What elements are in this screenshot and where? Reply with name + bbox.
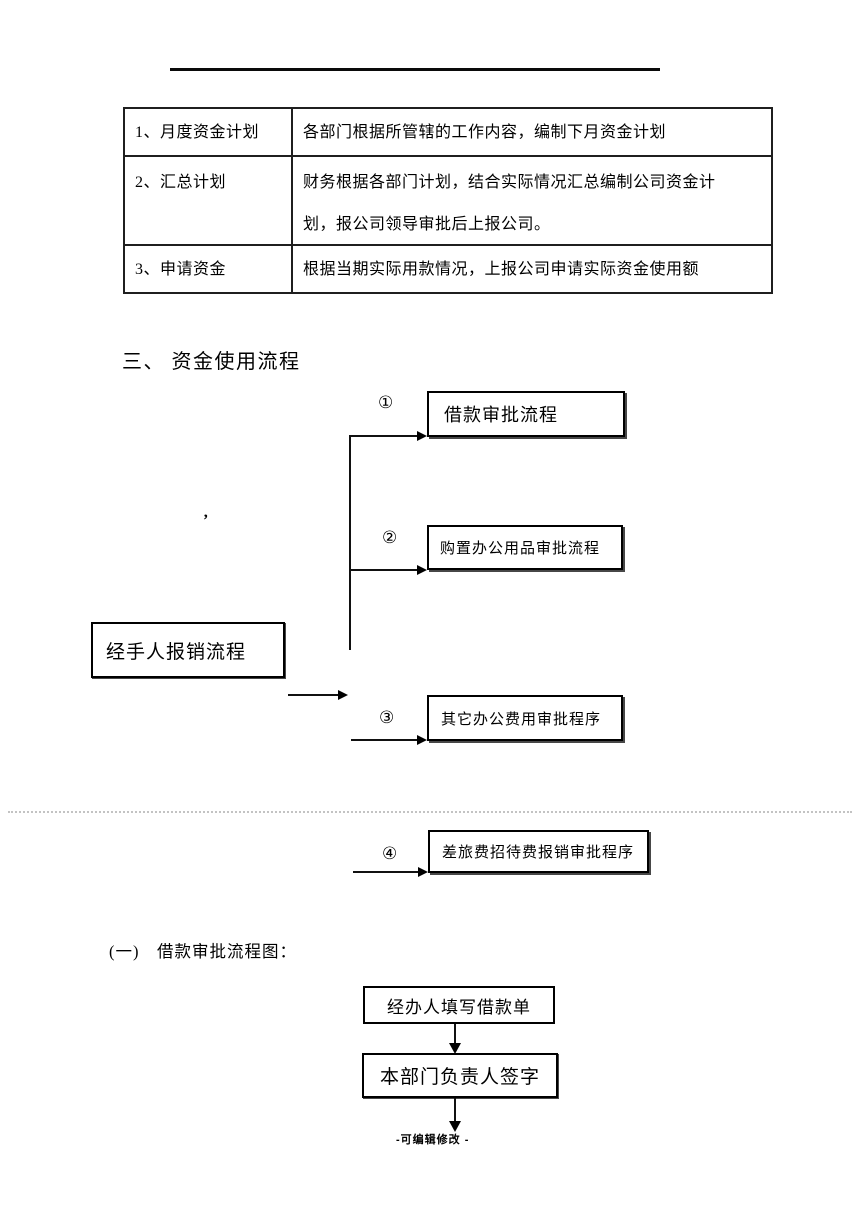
flow-node-label: 经办人填写借款单: [387, 997, 531, 1017]
row-desc-line2: 划，报公司领导审批后上报公司。: [303, 216, 551, 233]
flow-node-loan-approval: 借款审批流程: [427, 391, 625, 437]
table-row: 2、汇总计划 财务根据各部门计划，结合实际情况汇总编制公司资金计 划，报公司领导…: [123, 155, 773, 246]
flow-node-label: 经手人报销流程: [106, 641, 247, 663]
row-label: 3、申请资金: [135, 260, 227, 278]
flow-node-other-expenses: 其它办公费用审批程序: [427, 695, 623, 741]
arrowhead-right-icon: [418, 867, 428, 877]
top-horizontal-rule: [170, 68, 660, 71]
page-break-dotted-divider: [8, 811, 852, 813]
row-label-cell: 3、申请资金: [123, 244, 293, 294]
branch3-connector: [351, 739, 418, 741]
flow-node-source: 经手人报销流程: [91, 622, 285, 678]
step1-connector: [454, 1024, 456, 1045]
circled-number-4: ④: [382, 844, 398, 863]
arrowhead-right-icon: [338, 690, 348, 700]
branch1-connector: [349, 435, 418, 437]
flow-node-travel-expenses: 差旅费招待费报销审批程序: [428, 830, 649, 873]
flow-node-label: 借款审批流程: [444, 405, 558, 425]
branch2-connector: [349, 569, 418, 571]
row-desc-cell: 各部门根据所管辖的工作内容，编制下月资金计划: [291, 107, 773, 157]
branch-vertical-connector: [349, 436, 351, 650]
row-desc-cell: 根据当期实际用款情况，上报公司申请实际资金使用额: [291, 244, 773, 294]
step2-connector: [454, 1098, 456, 1123]
circled-number-2: ②: [382, 528, 398, 547]
arrowhead-down-icon: [449, 1043, 461, 1054]
row-label: 1、月度资金计划: [135, 123, 260, 141]
flow-node-label: 其它办公费用审批程序: [441, 711, 602, 728]
section-heading: 三、 资金使用流程: [122, 351, 301, 373]
circled-number-1: ①: [378, 393, 394, 412]
table-row: 1、月度资金计划 各部门根据所管辖的工作内容，编制下月资金计划: [123, 107, 773, 157]
flow-node-office-supplies: 购置办公用品审批流程: [427, 525, 623, 570]
funding-plan-table: 1、月度资金计划 各部门根据所管辖的工作内容，编制下月资金计划 2、汇总计划 财…: [123, 107, 773, 294]
flow-step-department-head-sign: 本部门负责人签字: [362, 1053, 558, 1098]
row-label: 2、汇总计划: [135, 174, 227, 191]
arrowhead-right-icon: [417, 735, 427, 745]
flow-node-label: 差旅费招待费报销审批程序: [442, 845, 635, 861]
footer-edit-note: -可编辑修改 -: [396, 1134, 470, 1146]
circled-number-3: ③: [379, 708, 395, 727]
flow-node-label: 购置办公用品审批流程: [440, 541, 601, 557]
arrowhead-down-icon: [449, 1121, 461, 1132]
row-label-cell: 1、月度资金计划: [123, 107, 293, 157]
row-label-cell: 2、汇总计划: [123, 155, 293, 246]
row-desc: 各部门根据所管辖的工作内容，编制下月资金计划: [303, 123, 667, 141]
subsection-heading: (一) 借款审批流程图：: [109, 942, 297, 961]
branch4-connector: [353, 871, 419, 873]
source-connector: [288, 694, 338, 696]
flow-step-fill-loan-form: 经办人填写借款单: [363, 986, 555, 1024]
row-desc-line1: 财务根据各部门计划，结合实际情况汇总编制公司资金计: [303, 174, 716, 191]
stray-mark: ’: [203, 512, 209, 529]
row-desc: 根据当期实际用款情况，上报公司申请实际资金使用额: [303, 260, 700, 278]
flow-node-label: 本部门负责人签字: [379, 1067, 540, 1088]
arrowhead-right-icon: [417, 431, 427, 441]
table-row: 3、申请资金 根据当期实际用款情况，上报公司申请实际资金使用额: [123, 244, 773, 294]
arrowhead-right-icon: [417, 565, 427, 575]
row-desc-cell: 财务根据各部门计划，结合实际情况汇总编制公司资金计 划，报公司领导审批后上报公司…: [291, 155, 773, 246]
